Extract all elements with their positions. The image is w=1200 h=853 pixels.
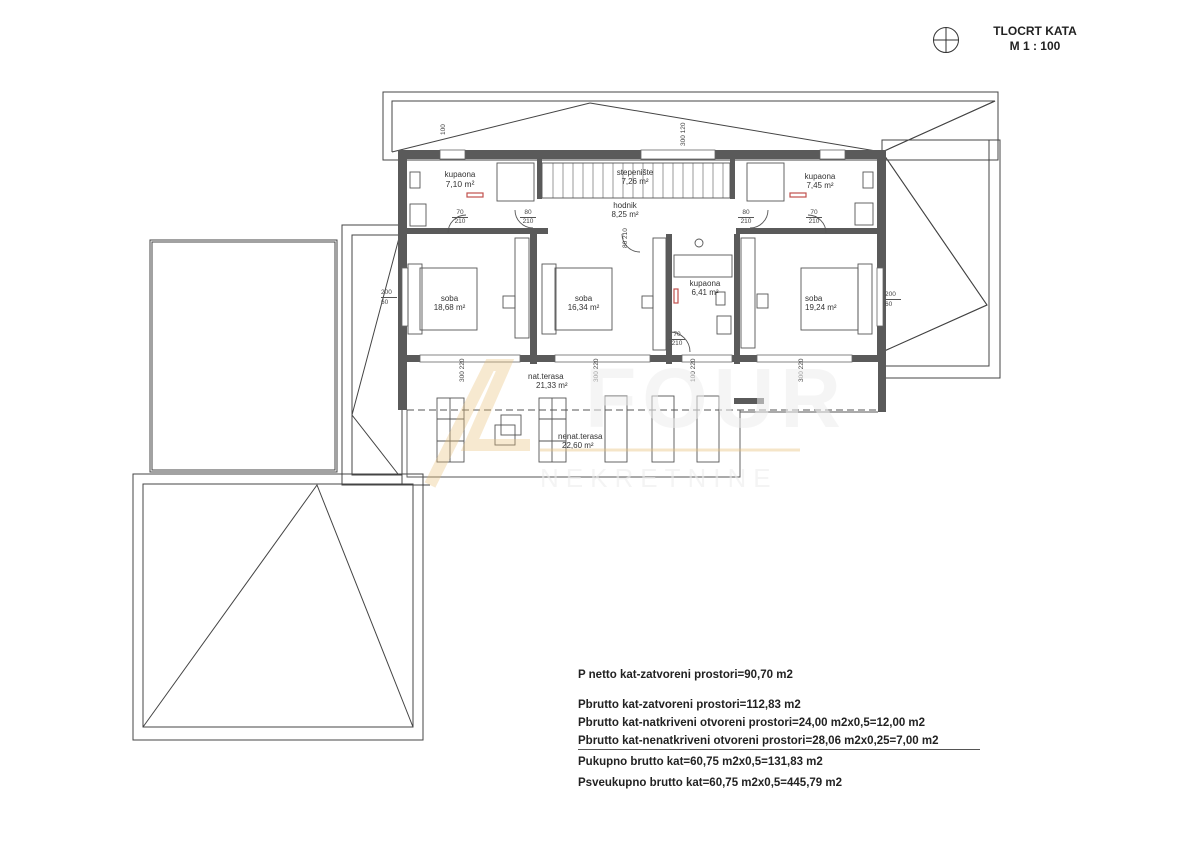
room-area: 7,26 m²: [621, 177, 649, 186]
room-name: kupaona: [689, 279, 721, 288]
dim-door-bath-right: 70 210: [806, 209, 822, 226]
dim-width: 300: [680, 135, 687, 146]
room-name: stepenište: [616, 168, 654, 177]
title-block: TLOCRT KATA M 1 : 100: [930, 22, 1100, 62]
dim-height: 60: [885, 301, 893, 308]
area-summary: P netto kat-zatvoreni prostori=90,70 m2 …: [578, 666, 998, 792]
bed-1: [419, 267, 478, 331]
room-name: nat.terasa: [528, 372, 564, 381]
dim-height: 210: [522, 218, 534, 225]
room-covered-terrace: nat.terasa 21,33 m²: [528, 372, 588, 390]
dim-width: 70: [452, 209, 468, 218]
room-area: 7,45 m²: [806, 181, 834, 190]
room-area: 8,25 m²: [611, 210, 639, 219]
dim-height: 220: [459, 358, 466, 370]
dim-height: 220: [593, 358, 600, 370]
dim-window-top-left: 100: [440, 124, 447, 135]
room-name: kupaona: [444, 170, 476, 179]
dim-width: 80: [738, 209, 754, 218]
area-brutto-covered: Pbrutto kat-natkriveni otvoreni prostori…: [578, 717, 926, 729]
dim-height: 220: [690, 358, 697, 370]
dim-width: 80: [520, 209, 536, 218]
dim-width: 70: [669, 331, 685, 340]
room-bedroom-1: soba 18,68 m²: [422, 294, 477, 312]
dim-door-hall-left: 80 210: [520, 209, 536, 226]
room-name: soba: [574, 294, 593, 303]
room-name: nenat.terasa: [558, 432, 603, 441]
dim-width: 70: [806, 209, 822, 218]
room-area: 19,24 m²: [805, 303, 837, 312]
bed-2: [554, 267, 613, 331]
dim-door-bath-center: 70 210: [669, 331, 685, 348]
room-area: 21,33 m²: [536, 381, 568, 390]
room-bedroom-3: soba 19,24 m²: [805, 294, 860, 312]
dim-width: 80: [622, 240, 629, 248]
room-name: hodnik: [613, 201, 637, 210]
dim-window-side-right: 200 60: [885, 290, 901, 309]
dim-height: 210: [740, 218, 752, 225]
roof-outline-right: [881, 139, 1001, 379]
room-open-terrace: nenat.terasa 22,60 m²: [558, 432, 628, 450]
room-area: 22,60 m²: [562, 441, 594, 450]
roof-outline-top: [382, 91, 999, 161]
room-bathroom-center: kupaona 6,41 m²: [680, 279, 730, 297]
room-area: 7,10 m²: [445, 179, 475, 189]
drawing-title: TLOCRT KATA: [993, 24, 1077, 38]
room-area: 16,34 m²: [567, 303, 600, 312]
dim-door-hall-right: 80 210: [738, 209, 754, 226]
dim-width: 200: [885, 290, 901, 300]
bottom-roof-box: [132, 473, 424, 741]
dim-door-bath-left: 70 210: [452, 209, 468, 226]
dim-height: 210: [808, 218, 820, 225]
left-roof-box: [149, 239, 338, 473]
room-area: 18,68 m²: [433, 303, 466, 312]
area-brutto-uncovered: Pbrutto kat-nenatkriveni otvoreni prosto…: [578, 732, 980, 750]
dim-height: 210: [454, 218, 466, 225]
dim-height: 220: [798, 358, 805, 370]
area-grand-total: Psveukupno brutto kat=60,75 m2x0,5=445,7…: [578, 777, 842, 789]
dim-terrace-door-2: 300 220: [593, 358, 600, 382]
dim-height: 210: [622, 228, 629, 239]
dim-height: 120: [680, 122, 687, 134]
room-hallway: hodnik 8,25 m²: [600, 201, 650, 219]
room-name: kupaona: [804, 172, 836, 181]
area-brutto-closed: Pbrutto kat-zatvoreni prostori=112,83 m2: [578, 699, 801, 711]
area-netto: P netto kat-zatvoreni prostori=90,70 m2: [578, 669, 793, 681]
dim-width: 300: [459, 371, 466, 382]
dim-width: 300: [593, 371, 600, 382]
drawing-scale: M 1 : 100: [1009, 39, 1061, 53]
room-bathroom-right: kupaona 7,45 m²: [790, 172, 850, 190]
room-area: 6,41 m²: [691, 288, 719, 297]
room-name: soba: [440, 294, 459, 303]
dim-width: 100: [440, 124, 447, 135]
room-name: soba: [805, 294, 823, 303]
dim-terrace-door-3: 100 220: [690, 358, 697, 382]
dim-width: 100: [690, 371, 697, 382]
dim-window-side-left: 200 60: [381, 288, 397, 307]
area-total-floor: Pukupno brutto kat=60,75 m2x0,5=131,83 m…: [578, 756, 823, 768]
room-staircase: stepenište 7,26 m²: [600, 168, 670, 186]
north-arrow-icon: [933, 27, 959, 53]
room-bedroom-2: soba 16,34 m²: [556, 294, 611, 312]
dim-door-center: 80 210: [622, 228, 629, 248]
room-bathroom-left: kupaona 7,10 m²: [430, 170, 490, 189]
dim-height: 60: [381, 299, 389, 306]
dim-terrace-door-1: 300 220: [459, 358, 466, 382]
dim-height: 210: [671, 340, 683, 347]
dim-terrace-door-4: 300 220: [798, 358, 805, 382]
dim-window-top-center: 300 120: [680, 122, 687, 146]
dim-width: 200: [381, 288, 397, 298]
dim-width: 300: [798, 371, 805, 382]
